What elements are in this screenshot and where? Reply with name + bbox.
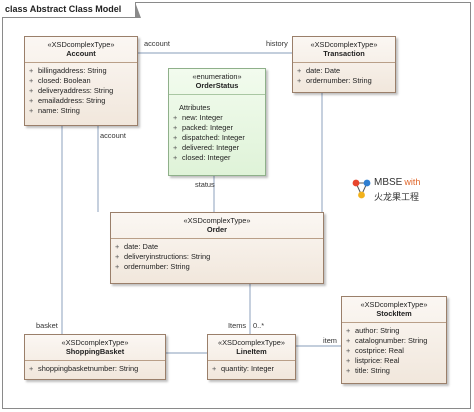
edge-label-items: Items <box>228 321 247 330</box>
class-name: StockItem <box>376 309 412 318</box>
enum-literal: +new: Integer <box>173 113 223 122</box>
class-name: Transaction <box>323 49 365 58</box>
stereotype: «enumeration» <box>192 72 242 81</box>
attribute-list: +date: Date +deliveryinstructions: Strin… <box>111 239 323 274</box>
attribute: +shoppingbasketnumber: String <box>29 364 139 373</box>
class-header: «XSDcomplexType» ShoppingBasket <box>25 335 165 361</box>
attribute: +deliveryaddress: String <box>29 86 114 95</box>
class-header: «XSDcomplexType» LineItem <box>208 335 295 361</box>
attribute: +billingaddress: String <box>29 66 107 75</box>
class-header: «XSDcomplexType» Order <box>111 213 323 239</box>
attribute: +author: String <box>346 326 400 335</box>
class-shopping-basket[interactable]: «XSDcomplexType» ShoppingBasket +shoppin… <box>24 334 166 380</box>
enum-literal: +packed: Integer <box>173 123 233 132</box>
class-header: «XSDcomplexType» StockItem <box>342 297 446 323</box>
attribute: +ordernumber: String <box>115 262 190 271</box>
edge-label-items-multiplicity: 0..* <box>253 321 265 330</box>
class-header: «XSDcomplexType» Transaction <box>293 37 395 63</box>
enum-literal: +closed: Integer <box>173 153 231 162</box>
class-stock-item[interactable]: «XSDcomplexType» StockItem +author: Stri… <box>341 296 447 384</box>
stereotype: «XSDcomplexType» <box>310 40 378 49</box>
attribute: +name: String <box>29 106 80 115</box>
class-name: Account <box>66 49 96 58</box>
enum-literal: +dispatched: Integer <box>173 133 245 142</box>
attribute: +closed: Boolean <box>29 76 91 85</box>
class-header: «XSDcomplexType» Account <box>25 37 137 63</box>
edge-label-account-top: account <box>144 39 170 48</box>
attribute: +date: Date <box>115 242 159 251</box>
class-name: LineItem <box>236 347 267 356</box>
edge-label-history: history <box>266 39 288 48</box>
edge-label-item: item <box>323 336 337 345</box>
stereotype: «XSDcomplexType» <box>183 216 251 225</box>
attribute: +listprice: Real <box>346 356 400 365</box>
class-header: «enumeration» OrderStatus <box>169 69 265 95</box>
attribute-list: +billingaddress: String +closed: Boolean… <box>25 63 137 118</box>
diagram-title: class Abstract Class Model <box>2 2 142 18</box>
attribute: +quantity: Integer <box>212 364 275 373</box>
class-name: Order <box>206 225 228 234</box>
attribute-list: Attributes +new: Integer +packed: Intege… <box>169 95 265 165</box>
attribute: +ordernumber: String <box>297 76 372 85</box>
attribute: +date: Date <box>297 66 341 75</box>
logo-subtext: 火龙果工程 <box>374 192 420 202</box>
section-label: Attributes <box>179 103 211 112</box>
enum-literal: +delivered: Integer <box>173 143 240 152</box>
class-name: ShoppingBasket <box>65 347 125 356</box>
attribute: +title: String <box>346 366 390 375</box>
attribute-list: +author: String +catalognumber: String +… <box>342 323 446 378</box>
stereotype: «XSDcomplexType» <box>47 40 115 49</box>
attribute-list: +quantity: Integer <box>208 361 295 376</box>
attribute-list: +shoppingbasketnumber: String <box>25 361 165 376</box>
enum-order-status[interactable]: «enumeration» OrderStatus Attributes +ne… <box>168 68 266 176</box>
class-order[interactable]: «XSDcomplexType» Order +date: Date +deli… <box>110 212 324 284</box>
attribute: +costprice: Real <box>346 346 404 355</box>
class-name: OrderStatus <box>195 81 239 90</box>
stereotype: «XSDcomplexType» <box>61 338 129 347</box>
attribute: +deliveryinstructions: String <box>115 252 211 261</box>
stereotype: «XSDcomplexType» <box>218 338 285 347</box>
edge-label-account-left: account <box>100 131 126 140</box>
class-line-item[interactable]: «XSDcomplexType» LineItem +quantity: Int… <box>207 334 296 380</box>
attribute: +catalognumber: String <box>346 336 428 345</box>
attribute: +emailaddress: String <box>29 96 106 105</box>
attribute-list: +date: Date +ordernumber: String <box>293 63 395 88</box>
mbse-logo-mark <box>352 179 371 199</box>
class-account[interactable]: «XSDcomplexType» Account +billingaddress… <box>24 36 138 126</box>
stereotype: «XSDcomplexType» <box>360 300 428 309</box>
class-transaction[interactable]: «XSDcomplexType» Transaction +date: Date… <box>292 36 396 93</box>
edge-label-status: status <box>195 180 215 189</box>
edge-label-basket: basket <box>36 321 58 330</box>
